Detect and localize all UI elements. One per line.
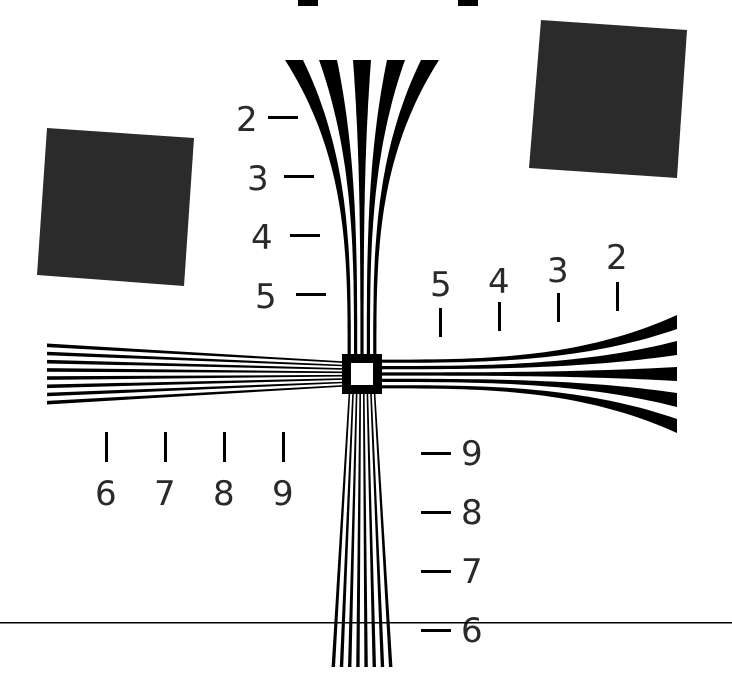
fan-bar: [47, 343, 342, 363]
fan-bar: [339, 394, 354, 667]
scale-tick: [268, 116, 298, 119]
scale-label: 4: [251, 218, 273, 258]
scale-tick: [421, 511, 451, 514]
scale-label: 7: [461, 552, 483, 592]
scale-label: 8: [461, 493, 483, 533]
fan-bar: [373, 60, 439, 355]
scale-tick: [284, 175, 314, 178]
fan-bar: [348, 394, 358, 667]
scale-tick: [296, 293, 326, 296]
fan-bar: [370, 394, 385, 667]
fan-bar: [382, 367, 677, 381]
right-scale: 5 4 3 2: [430, 238, 628, 337]
fan-bar: [353, 60, 371, 355]
fan-bar: [363, 394, 368, 667]
scale-tick: [439, 308, 442, 337]
scale-label: 6: [95, 474, 117, 514]
fan-bar: [382, 378, 677, 407]
fan-bar: [47, 378, 342, 389]
line-pair-fan-top: [285, 60, 439, 355]
scale-tick: [616, 282, 619, 311]
fan-bar: [366, 60, 405, 355]
scale-label: 4: [488, 262, 510, 302]
scale-label: 2: [606, 238, 628, 278]
scale-tick: [557, 293, 560, 322]
scale-label: 5: [430, 265, 452, 305]
scale-tick: [290, 234, 320, 237]
fan-bar: [285, 60, 351, 355]
scale-tick: [105, 432, 108, 462]
fan-bar: [47, 381, 342, 397]
fan-bar: [382, 385, 677, 433]
top-edge-mark: [458, 0, 478, 6]
alignment-square-left: [37, 128, 194, 286]
fan-bar: [47, 385, 342, 405]
scale-label: 2: [236, 100, 258, 140]
scale-tick: [421, 629, 451, 632]
fan-bar: [373, 394, 393, 667]
line-pair-fan-left: [47, 343, 342, 405]
scale-label: 3: [547, 251, 569, 291]
alignment-square-right: [529, 20, 687, 178]
bottom-scale: 9 8 7 6: [421, 434, 483, 651]
fan-bar: [382, 341, 677, 370]
scale-tick: [282, 432, 285, 462]
left-scale: 6 7 8 9: [95, 432, 294, 514]
fan-bar: [319, 60, 358, 355]
scale-tick: [421, 570, 451, 573]
scale-label: 8: [213, 474, 235, 514]
fan-bar: [382, 315, 677, 363]
scale-label: 7: [154, 474, 176, 514]
scale-label: 6: [461, 611, 483, 651]
horizontal-rule: [0, 622, 732, 624]
line-pair-fan-right: [382, 315, 677, 433]
fan-bar: [366, 394, 376, 667]
scale-tick: [421, 452, 451, 455]
fan-bar: [47, 368, 342, 374]
line-pair-fan-bottom: [331, 394, 393, 667]
scale-tick: [223, 432, 226, 462]
center-target-hole: [351, 363, 373, 385]
scale-label: 9: [272, 474, 294, 514]
fan-bar: [356, 394, 361, 667]
fan-bar: [47, 351, 342, 367]
fan-bar: [47, 359, 342, 370]
top-edge-mark: [298, 0, 318, 6]
fan-bar: [47, 374, 342, 380]
scale-tick: [164, 432, 167, 462]
scale-label: 5: [255, 277, 277, 317]
scale-tick: [498, 302, 501, 331]
scale-label: 9: [461, 434, 483, 474]
top-scale: 2 3 4 5: [236, 100, 326, 317]
scale-label: 3: [247, 159, 269, 199]
fan-bar: [331, 394, 351, 667]
